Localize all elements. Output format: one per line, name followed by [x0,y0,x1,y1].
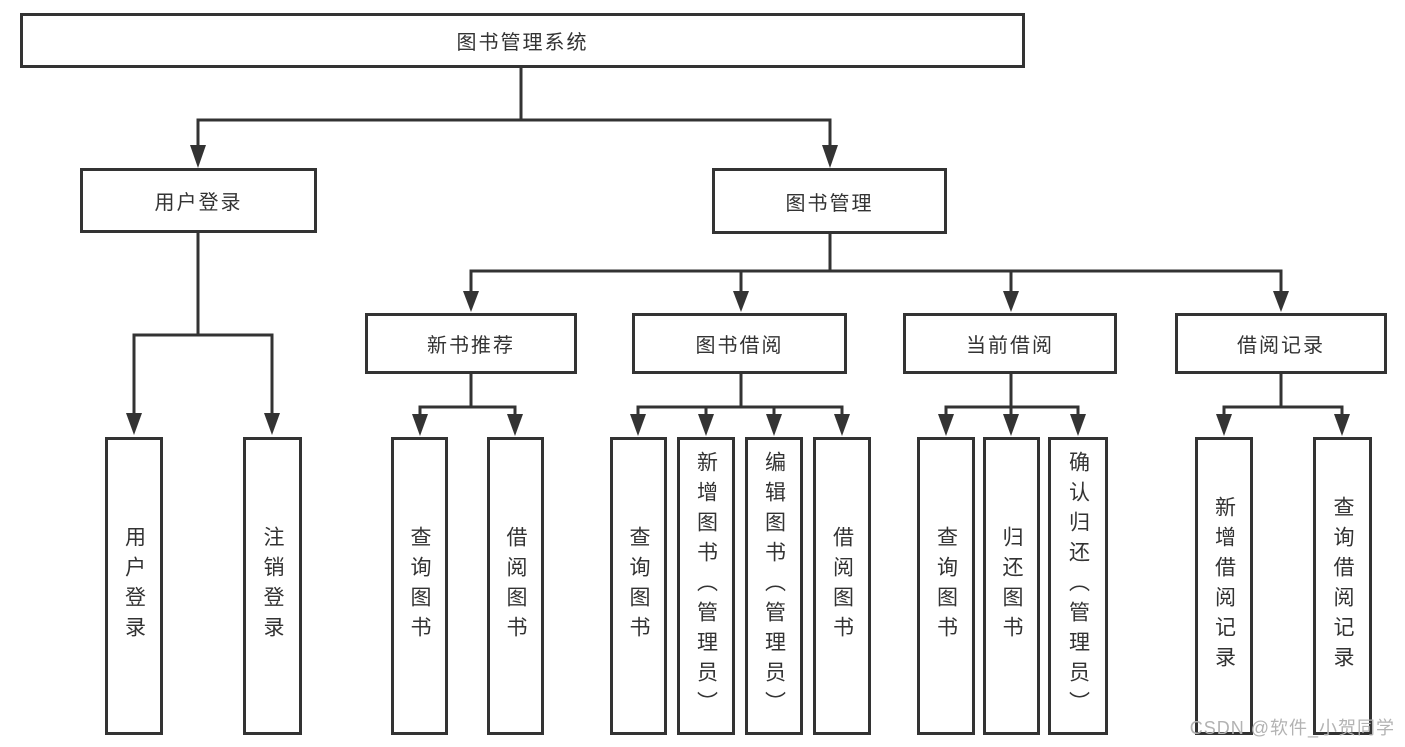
node-label: 新增图书（管理员） [694,451,718,721]
node-label: 归还图书 [1000,526,1023,646]
node-new-book-recommendation: 新书推荐 [365,313,577,374]
node-label: 借阅图书 [830,526,854,646]
node-book-borrowing: 图书借阅 [632,313,847,374]
node-label: 注销登录 [261,526,284,646]
node-leaf-query-borrow-record: 查询借阅记录 [1313,437,1372,735]
node-leaf-logout: 注销登录 [243,437,302,735]
node-label: 图书管理系统 [456,32,589,54]
node-label: 用户登录 [122,526,146,646]
node-label: 用户登录 [154,192,243,214]
node-borrowing-records: 借阅记录 [1175,313,1387,374]
node-label: 查询借阅记录 [1331,496,1354,676]
node-leaf-user-login: 用户登录 [105,437,163,735]
node-leaf-add-books-admin: 新增图书（管理员） [677,437,735,735]
node-leaf-borrow-books: 借阅图书 [813,437,871,735]
node-label: 查询图书 [627,526,650,646]
node-leaf-edit-books-admin: 编辑图书（管理员） [745,437,803,735]
node-label: 新增借阅记录 [1212,496,1236,676]
connector-book-management-branch [469,232,1283,294]
connector-book-borrowing-branch [636,372,844,417]
node-leaf-query-books-current: 查询图书 [917,437,975,735]
node-label: 查询图书 [408,526,431,646]
node-label: 确认归还（管理员） [1066,451,1090,721]
node-label: 当前借阅 [966,335,1054,357]
node-library-management-system: 图书管理系统 [20,13,1025,68]
connector-borrowing-records-branch [1222,372,1344,417]
node-label: 借阅图书 [504,526,527,646]
node-label: 图书借阅 [695,335,784,357]
connector-current-borrowing-branch [944,372,1080,417]
node-current-borrowing: 当前借阅 [903,313,1117,374]
node-leaf-return-books: 归还图书 [983,437,1040,735]
csdn-watermark: CSDN @软件_小贺同学 [1189,718,1395,738]
node-label: 新书推荐 [427,335,515,357]
node-label: 编辑图书（管理员） [762,451,786,721]
node-book-management: 图书管理 [712,168,947,234]
node-leaf-query-books-borrowing: 查询图书 [610,437,667,735]
node-label: 查询图书 [934,526,958,646]
connector-root-to-level1 [196,66,832,148]
connector-user-login-branch [132,231,274,416]
node-leaf-add-borrow-record: 新增借阅记录 [1195,437,1253,735]
node-user-login: 用户登录 [80,168,317,233]
connector-new-book-branch [418,372,517,417]
node-leaf-borrow-books-recommend: 借阅图书 [487,437,544,735]
node-leaf-query-books-recommend: 查询图书 [391,437,448,735]
arrowheads [126,145,1350,436]
node-label: 借阅记录 [1237,335,1325,357]
node-label: 图书管理 [785,192,874,215]
node-leaf-confirm-return-admin: 确认归还（管理员） [1048,437,1108,735]
